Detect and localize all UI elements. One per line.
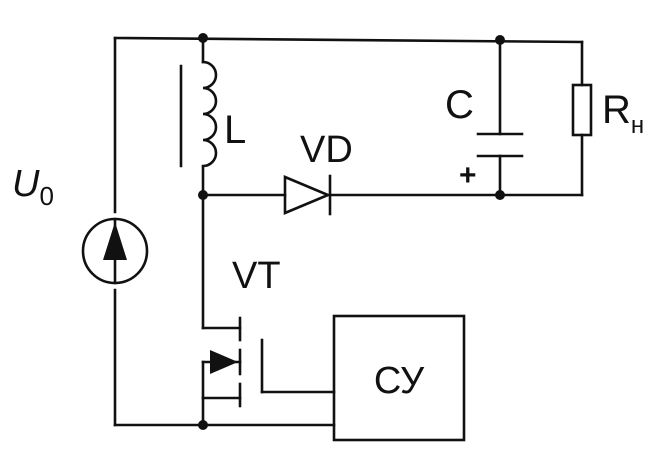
diode-VD	[283, 174, 332, 216]
inductor-label: L	[224, 108, 246, 152]
capacitor-C	[476, 132, 524, 158]
source-label: U0	[12, 163, 54, 211]
diode-label: VD	[300, 129, 353, 171]
transistor-label: VT	[232, 255, 281, 297]
junction-dot	[495, 190, 505, 200]
capacitor-polarity: +	[459, 159, 477, 192]
junction-dot	[495, 35, 505, 45]
capacitor-label: C	[445, 83, 474, 127]
junction-dot	[198, 190, 208, 200]
junctions	[198, 33, 505, 430]
load-resistor	[571, 83, 593, 137]
load-label: Rн	[602, 88, 644, 139]
junction-dot	[198, 33, 208, 43]
wires	[113, 36, 584, 427]
inductor-L	[179, 60, 218, 168]
junction-dot	[198, 420, 208, 430]
transistor-VT	[201, 316, 264, 408]
wire-top-rail	[113, 36, 584, 44]
control-unit	[332, 314, 466, 442]
control-unit-label: СУ	[374, 360, 425, 402]
voltage-source	[81, 217, 149, 285]
